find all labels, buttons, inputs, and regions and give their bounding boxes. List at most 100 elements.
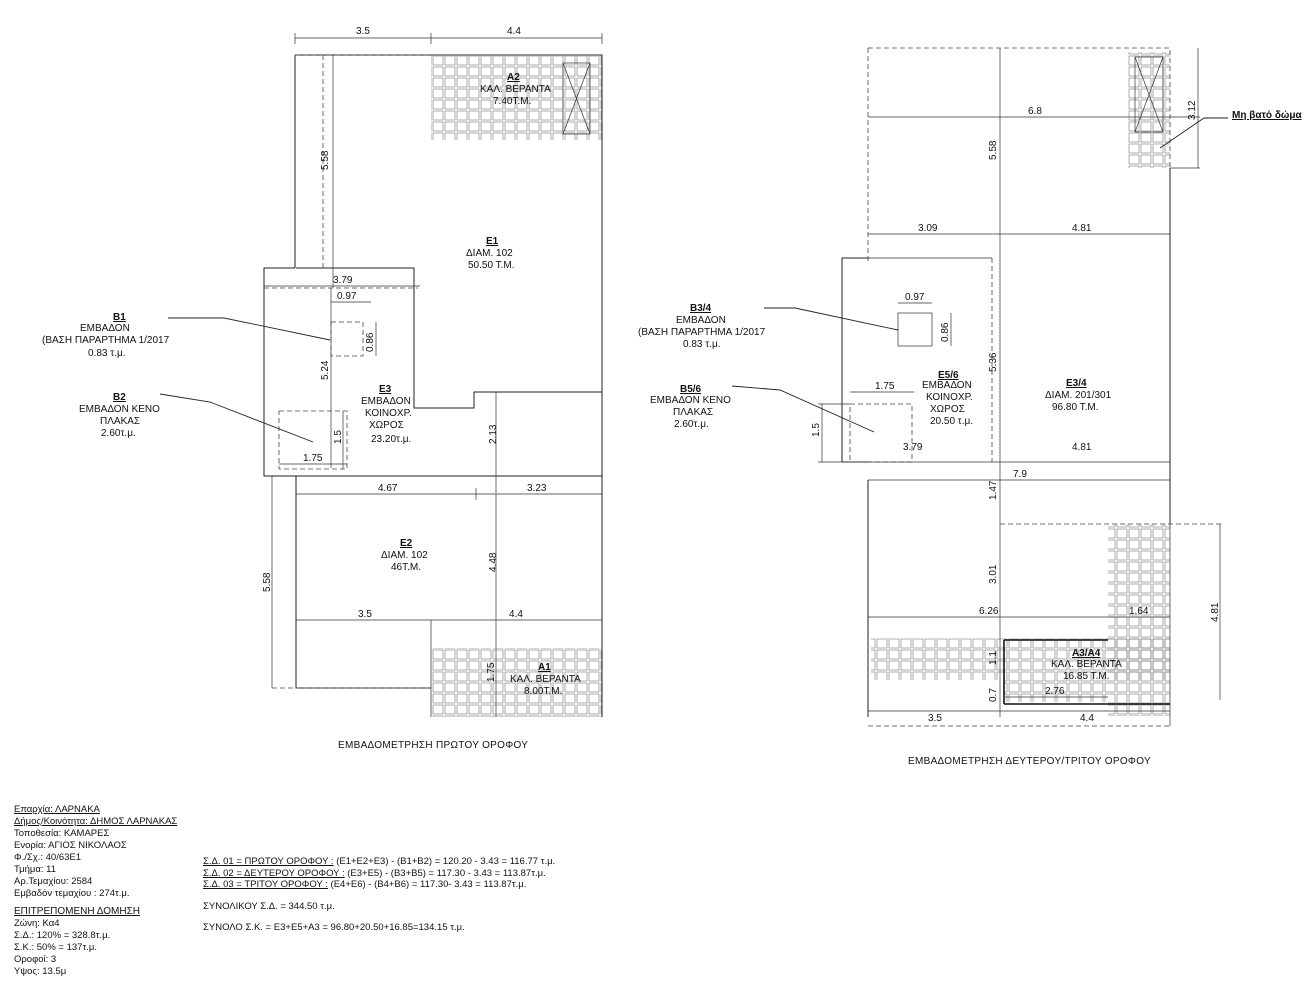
room-e1-code: E1 [486,236,499,247]
dim-core-w2: 3.79 [903,442,923,453]
note-b34-area: 0.83 τ.μ. [683,339,721,350]
plan1-caption: ΕΜΒΑΔΟΜΕΤΡΗΣΗ ΠΡΩΤΟΥ ΟΡΟΦΟΥ [338,740,528,751]
room-e1-area: 50.50 Τ.Μ. [468,260,515,271]
dim-bottom-right2: 4.4 [1080,713,1094,724]
summary-total-sk: ΣΥΝΟΛΟ Σ.Κ. = Ε3+Ε5+Α3 = 96.80+20.50+16.… [203,922,465,933]
note-b2-code: B2 [113,392,126,403]
dim-bottom-right: 4.4 [509,609,523,620]
dim-lower-left: 5.58 [262,572,273,592]
plan2-caption: ΕΜΒΑΔΟΜΕΤΡΗΣΗ ΔΕΥΤΕΡΟΥ/ΤΡΙΤΟΥ ΟΡΟΦΟΥ [908,756,1151,767]
note-b2-line2: ΠΛΑΚΑΣ [100,416,140,427]
dim-lower-h2: 3.01 [988,564,999,584]
info-fsx: Φ./Σχ.: 40/63Ε1 [14,852,82,863]
dim-row2-left: 3.09 [918,223,938,234]
dim-void-h: 1.5 [333,430,344,444]
info-temaxio: Αρ.Τεμαχίου: 2584 [14,876,93,887]
info-zoni: Ζώνη: Κα4 [14,918,60,929]
dim-bottom-left2: 3.5 [928,713,942,724]
dim-mid-right: 3.23 [527,483,547,494]
summary-line-2-value: (Ε3+Ε5) - (Β3+Β5) = 117.30 - 3.43 = 113.… [344,867,546,879]
note-b34-code: B3/4 [690,303,712,314]
info-eparchia: Επαρχία: ΛΑΡΝΑΚΑ [14,804,100,815]
dim-row2-right: 4.81 [1072,223,1092,234]
plan-second-third-floor: 6.8 3.12 Μη βατό δώμα 5.58 3.09 4.81 5.3… [638,47,1302,767]
summary-line-1-label: Σ.Δ. 01 = ΠΡΩΤΟΥ ΟΡΟΦΟΥ : [203,856,334,867]
info-tmima: Τμήμα: 11 [14,864,56,875]
room-e34-code: E3/4 [1066,378,1087,389]
note-b1-code: B1 [113,312,126,323]
room-e2-name: ΔΙΑΜ. 102 [381,550,428,561]
dim-right-h: 4.81 [1210,602,1221,622]
note-b56-area: 2.60τ.μ. [674,419,709,430]
note-b1-line2: (ΒΑΣΗ ΠΑΡΑΡΤΗΜΑ 1/2017 [42,335,170,346]
dim-core-small-h: 0.86 [365,332,376,352]
room-a34-area: 16.85 Τ.Μ. [1063,671,1110,682]
dim-top-width: 6.8 [1028,106,1042,117]
note-b1-area: 0.83 τ.μ. [88,348,126,359]
roof-label: Μη βατό δώμα [1232,110,1302,121]
room-e2-area: 46Τ.Μ. [391,562,421,573]
room-e56-area: 20.50 τ.μ. [930,416,973,427]
room-e56-name3: ΧΩΡΟΣ [930,404,965,415]
info-dimos: Δήμος/Κοινότητα: ΔΗΜΟΣ ΛΑΡΝΑΚΑΣ [14,816,178,827]
dim-core-right2: 4.81 [1072,442,1092,453]
dim-ver-w2: 2.76 [1045,686,1065,697]
room-a34-name: ΚΑΛ. ΒΕΡΑΝΤΑ [1051,659,1122,670]
room-a1-area: 8.00Τ.Μ. [524,686,562,697]
room-e56-name2: ΚΟΙΝΟΧΡ. [926,392,973,403]
dim-left-upper: 5.58 [320,150,331,170]
summary-line-3-label: Σ.Δ. 03 = ΤΡΙΤΟΥ ΟΡΟΦΟΥ : [203,879,328,890]
room-e34-area: 96.80 Τ.Μ. [1052,402,1099,413]
dim-core-small-h2: 0.86 [940,322,951,342]
room-e2-code: E2 [400,538,413,549]
dim-veranda-h: 1.75 [486,662,497,682]
room-a2-code: A2 [507,72,520,83]
room-e3-name2: ΚΟΙΝΟΧΡ. [365,408,412,419]
info-enoria: Ενορία: ΑΓΙΟΣ ΝΙΚΟΛΑΟΣ [14,840,127,851]
room-a2-area: 7.40Τ.Μ. [493,96,531,107]
dim-core-small: 0.97 [337,291,357,302]
dim-core-small2: 0.97 [905,292,925,303]
note-b34-line2: (ΒΑΣΗ ΠΑΡΑΡΤΗΜΑ 1/2017 [638,327,766,338]
note-b56-line2: ΠΛΑΚΑΣ [673,407,713,418]
dim-lower-right2: 1.64 [1129,606,1149,617]
note-b56-code: B5/6 [680,384,702,395]
room-e1-name: ΔΙΑΜ. 102 [466,248,513,259]
dim-top-right: 4.4 [507,26,521,37]
summary-line-3: Σ.Δ. 03 = ΤΡΙΤΟΥ ΟΡΟΦΟΥ : (Ε4+Ε6) - (Β4+… [203,879,623,891]
dim-ver-h2b: 0.7 [988,688,999,702]
info-orofoi: Οροφοί: 3 [14,954,57,965]
room-e56-code: E5/6 [938,370,959,381]
info-emvado: Εμβαδόν τεμαχίου : 274τ.μ. [14,888,130,899]
room-e3-area: 23.20τ.μ. [371,434,411,445]
room-a1-name: ΚΑΛ. ΒΕΡΑΝΤΑ [510,674,581,685]
room-a1-code: A1 [538,662,551,673]
dim-bottom-left: 3.5 [358,609,372,620]
dim-mid-h2: 1.47 [988,480,999,500]
room-e3-name3: ΧΩΡΟΣ [369,420,404,431]
dim-mid-left: 4.67 [378,483,398,494]
dim-core-width: 3.79 [333,275,353,286]
info-sd: Σ.Δ.: 120% = 328.8τ.μ. [14,930,111,941]
dim-lower-w2: 6.26 [979,606,999,617]
dim-void-w: 1.75 [303,453,323,464]
property-info: Επαρχία: ΛΑΡΝΑΚΑ Δήμος/Κοινότητα: ΔΗΜΟΣ … [14,804,204,978]
dim-void-w2: 1.75 [875,381,895,392]
dim-core-height: 5.24 [320,360,331,380]
summary-line-2-label: Σ.Δ. 02 = ΔΕΥΤΕΡΟΥ ΟΡΟΦΟΥ : [203,867,345,879]
plan-first-floor: 3.5 4.4 3.79 5.58 A2 ΚΑΛ. ΒΕΡΑΝΤΑ 7.40Τ.… [42,26,603,751]
room-e56-name1: ΕΜΒΑΔΟΝ [922,380,972,391]
room-a2-name: ΚΑΛ. ΒΕΡΑΝΤΑ [480,84,551,95]
summary-line-1: Σ.Δ. 01 = ΠΡΩΤΟΥ ΟΡΟΦΟΥ : (Ε1+Ε2+Ε3) - (… [203,856,623,868]
summary-line-2: Σ.Δ. 02 = ΔΕΥΤΕΡΟΥ ΟΡΟΦΟΥ : (Ε3+Ε5) - (Β… [203,868,623,880]
summary-line-3-value: (Ε4+Ε6) - (Β4+Β6) = 117.30- 3.43 = 113.8… [327,879,527,890]
dim-mid-w2: 7.9 [1013,469,1027,480]
dim-upper-h: 5.58 [988,140,999,160]
area-summary: Σ.Δ. 01 = ΠΡΩΤΟΥ ΟΡΟΦΟΥ : (Ε1+Ε2+Ε3) - (… [203,856,623,934]
note-b2-area: 2.60τ.μ. [101,428,136,439]
dim-roof-h: 3.12 [1187,100,1198,120]
room-e3-name1: ΕΜΒΑΔΟΝ [361,396,411,407]
summary-line-1-value: (Ε1+Ε2+Ε3) - (Β1+Β2) = 120.20 - 3.43 = 1… [333,856,556,867]
room-e3-code: E3 [379,384,392,395]
